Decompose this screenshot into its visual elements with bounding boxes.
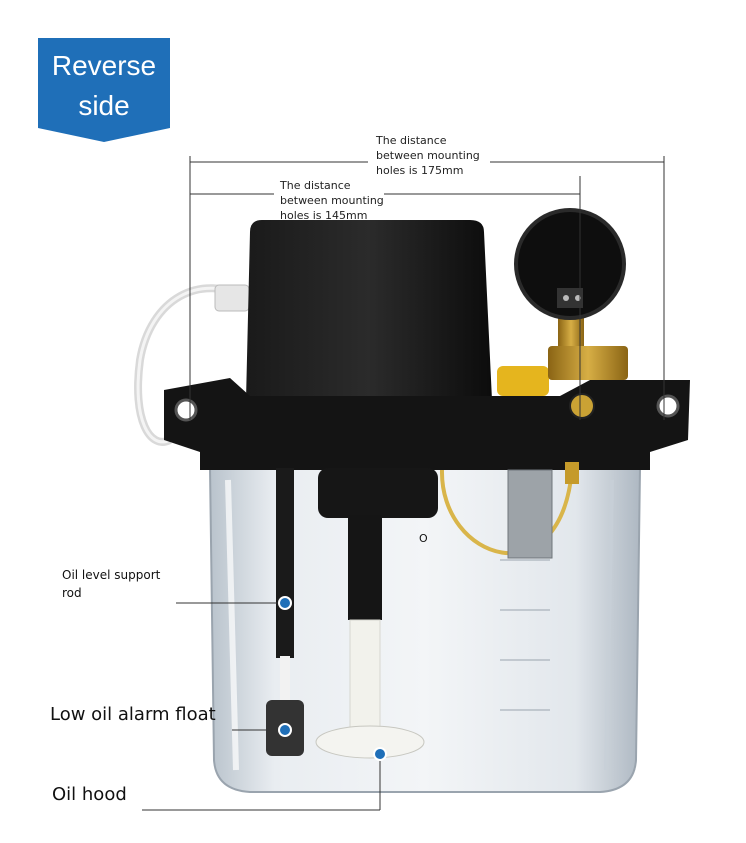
oil-tube (439, 469, 574, 556)
support-rod-label-line-2: rod (62, 586, 82, 600)
cable-gland (214, 284, 250, 312)
mounting-hole-right (656, 394, 680, 418)
callout-145-line-1: The distance (280, 179, 351, 192)
callout-175-line-2: between mounting (376, 149, 480, 162)
oil-hood-shape (315, 725, 425, 759)
white-pipe (349, 619, 381, 739)
motor-housing (246, 220, 492, 400)
callout-145-line-2: between mounting (280, 194, 384, 207)
reverse-side-badge: Reverse side (38, 38, 170, 142)
dimension-175mm (189, 156, 665, 420)
callout-175-line-1: The distance (376, 134, 447, 147)
dimension-145mm (190, 176, 581, 420)
pump-body (318, 468, 438, 518)
badge-line-1: Reverse (51, 50, 157, 81)
alarm-float-label: Low oil alarm float (50, 704, 216, 725)
mounting-hole-left (174, 398, 198, 422)
oil-filter (507, 469, 553, 559)
callout-175-line-3: holes is 175mm (376, 164, 464, 177)
support-rod-label-line-1: Oil level support (62, 568, 161, 582)
oil-hood-marker (373, 747, 387, 761)
mounting-bracket (164, 378, 690, 470)
oil-hood-label: Oil hood (52, 784, 127, 805)
distance-145-callout: The distance between mounting holes is 1… (280, 178, 384, 223)
support-rod-marker (278, 596, 292, 610)
support-rod-label: Oil level support rod (62, 566, 160, 602)
callout-145-line-3: holes is 145mm (280, 209, 368, 222)
yellow-cap (497, 366, 549, 396)
tank-mark: O (419, 532, 428, 545)
badge-line-2: side (78, 90, 130, 121)
badge-text: Reverse side (38, 46, 170, 126)
alarm-float-marker (278, 723, 292, 737)
support-rod (276, 468, 294, 658)
distance-175-callout: The distance between mounting holes is 1… (376, 133, 480, 178)
